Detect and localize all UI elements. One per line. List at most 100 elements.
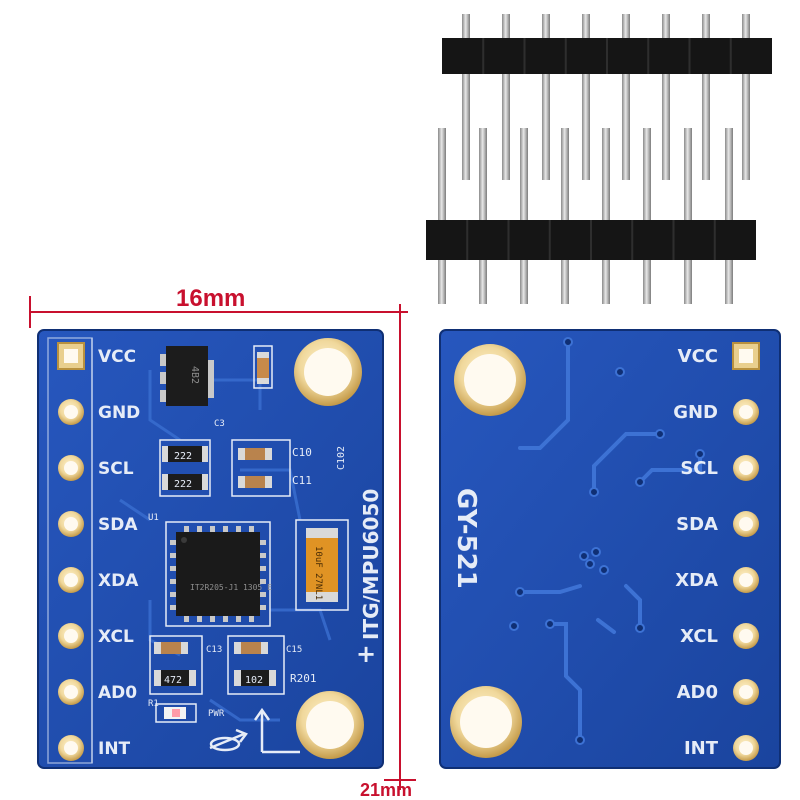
ic-pin [197, 526, 202, 532]
ic-pin [170, 592, 176, 597]
front-pin-label-xda: XDA [98, 571, 139, 591]
ic-pin [170, 553, 176, 558]
back-pin-label-ad0: AD0 [677, 682, 718, 703]
resistor-group-bottom: 472 102 C13 C15 R1 R201 [148, 635, 317, 709]
ref-c3: C3 [214, 419, 225, 429]
capacitor-c1 [253, 345, 273, 389]
plus-sign: + [356, 640, 376, 668]
front-pin-label-scl: SCL [98, 459, 134, 479]
header-pin [643, 128, 651, 220]
header-pin [684, 258, 692, 304]
back-pin-label-vcc: VCC [678, 346, 718, 367]
back-traces [518, 340, 702, 742]
ref-c13: C13 [206, 645, 222, 655]
chip-mark-pwr: PWR [208, 709, 225, 719]
front-pin-label-gnd: GND [98, 403, 140, 423]
ref-r201: R201 [290, 672, 317, 685]
header-pin [602, 258, 610, 304]
width-dimension-label: 16mm [176, 285, 245, 312]
ic-pin [210, 616, 215, 622]
header-pin [643, 258, 651, 304]
ic-pin [170, 540, 176, 545]
ic-pin [260, 592, 266, 597]
back-pin-hole [739, 629, 753, 643]
back-mounting-holes [450, 344, 526, 758]
ic-pin [236, 526, 241, 532]
part-label: ITG/MPU6050 [359, 489, 383, 640]
back-pin-hole [739, 685, 753, 699]
mpu6050-chip: IT2R205-J1 1305 E U1 [148, 513, 272, 627]
ic-pin [184, 526, 189, 532]
ic-pin [210, 526, 215, 532]
ic-pin [260, 605, 266, 610]
power-led: PWR [155, 703, 225, 723]
back-pin-label-gnd: GND [673, 402, 718, 423]
header-pin [438, 258, 446, 304]
front-pin-hole [64, 685, 78, 699]
ic-pin [260, 579, 266, 584]
ref-r1: R1 [148, 699, 159, 709]
resistor-code-3: 472 [164, 675, 182, 686]
ic-pin [223, 616, 228, 622]
ic-pin [184, 616, 189, 622]
header-pin [725, 128, 733, 220]
back-pin-hole [739, 741, 753, 755]
ref-c10: C10 [292, 446, 312, 459]
ic-pin [170, 579, 176, 584]
back-pin-hole [739, 461, 753, 475]
ic-pin [260, 540, 266, 545]
height-dimension-label: 21mm [360, 780, 412, 800]
header-pin [520, 128, 528, 220]
capacitor-marking: 10uF 27NL1 [313, 546, 323, 600]
header-pin [438, 128, 446, 220]
front-pin-hole [64, 405, 78, 419]
resistor-code-2: 222 [174, 479, 192, 490]
pin-header-right-angle [442, 14, 772, 180]
front-pin-pads [57, 342, 85, 761]
chip-mark-u1: U1 [148, 513, 159, 523]
ref-c11: C11 [292, 474, 312, 487]
header-pin [462, 14, 470, 44]
header-pin [602, 128, 610, 220]
ic-marking: IT2R205-J1 1305 E [190, 583, 272, 592]
resistor-code-1: 222 [174, 451, 192, 462]
header-pin [582, 72, 590, 180]
header-pin [479, 258, 487, 304]
header-pin [742, 14, 750, 44]
header-pin [662, 14, 670, 44]
header-pin [684, 128, 692, 220]
ref-c15: C15 [286, 645, 302, 655]
back-pin-label-int: INT [684, 738, 719, 759]
front-pin-labels: VCC GND SCL SDA XDA XCL AD0 INT [98, 347, 140, 759]
header-pin [502, 14, 510, 44]
ic-pin [197, 616, 202, 622]
ic-pin [236, 616, 241, 622]
back-pcb [439, 329, 781, 769]
back-pin-hole [739, 573, 753, 587]
header-pin [462, 72, 470, 180]
header-pin [662, 72, 670, 180]
header-pin [582, 14, 590, 44]
front-pin-label-ad0: AD0 [98, 683, 137, 703]
front-pin-hole [64, 461, 78, 475]
front-pin-pad [57, 342, 85, 370]
ic-pin [170, 605, 176, 610]
ic-pin [223, 526, 228, 532]
front-pin-hole [64, 629, 78, 643]
ic-pin [249, 526, 254, 532]
back-pin-hole [739, 405, 753, 419]
header-pin [479, 128, 487, 220]
ic-pin [249, 616, 254, 622]
header-pin [622, 72, 630, 180]
header-pin [725, 258, 733, 304]
header-pin [520, 258, 528, 304]
back-pin-label-scl: SCL [680, 458, 718, 479]
front-pin-hole [64, 573, 78, 587]
front-pin-label-vcc: VCC [98, 347, 136, 367]
back-vias [509, 337, 705, 745]
header-pin [561, 258, 569, 304]
back-pin-label-xcl: XCL [680, 626, 718, 647]
front-pin-label-int: INT [98, 739, 131, 759]
back-pin-labels: VCC GND SCL SDA XDA XCL AD0 INT [673, 346, 718, 759]
